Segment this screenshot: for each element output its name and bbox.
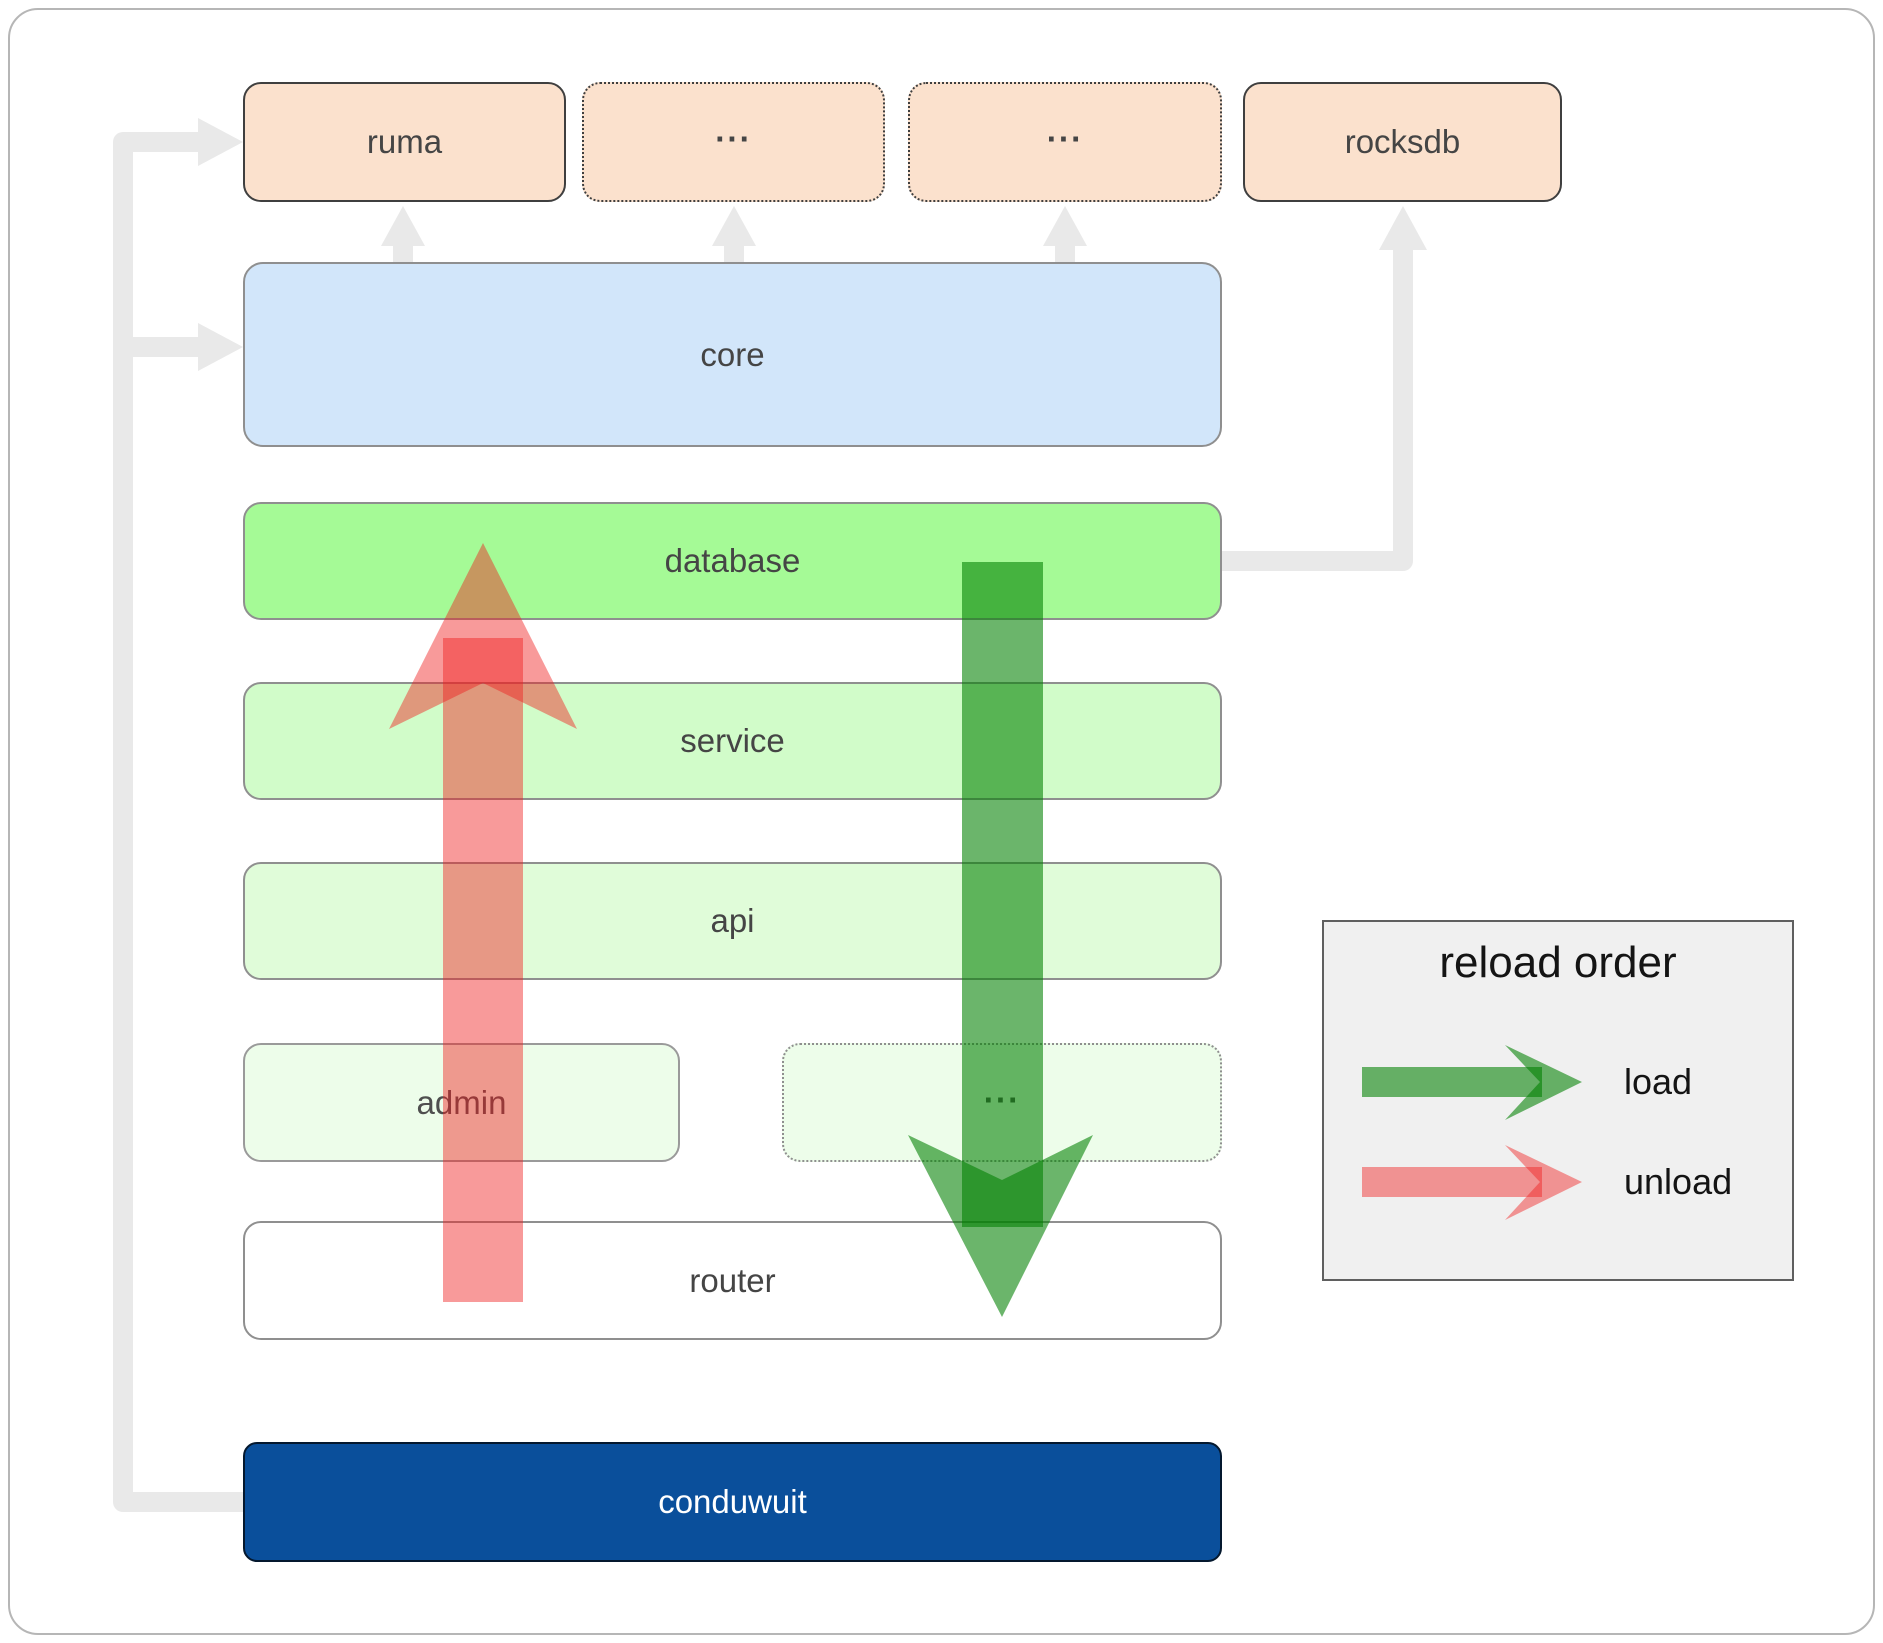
node-deps-more-1-label: ... [715,111,752,149]
legend-title: reload order [1439,938,1677,987]
node-rocksdb-label: rocksdb [1344,123,1461,160]
legend-label-load: load [1624,1061,1693,1102]
node-crates-more-label: ... [983,1072,1021,1110]
node-admin: admin [243,1043,680,1162]
node-router-label: router [689,1261,776,1299]
node-deps-more-2-label: ... [1046,111,1084,149]
node-database: database [243,502,1222,620]
node-service: service [243,682,1222,800]
node-conduwuit-label: conduwuit [658,1483,807,1520]
node-deps-more-1: ... [582,82,885,202]
node-rocksdb: rocksdb [1243,82,1562,202]
node-ruma-label: ruma [366,123,443,160]
node-api-label: api [710,902,755,939]
node-core-label: core [700,335,765,373]
node-database-label: database [664,542,801,579]
node-api: api [243,862,1222,980]
diagram-outer-frame [8,8,1875,1635]
node-core: core [243,262,1222,447]
node-service-label: service [680,722,785,759]
legend-label-unload: unload [1624,1161,1733,1202]
node-ruma: ruma [243,82,566,202]
node-admin-label: admin [416,1083,507,1121]
node-router: router [243,1221,1222,1340]
node-deps-more-2: ... [908,82,1222,202]
node-conduwuit: conduwuit [243,1442,1222,1562]
node-crates-more: ... [782,1043,1222,1162]
